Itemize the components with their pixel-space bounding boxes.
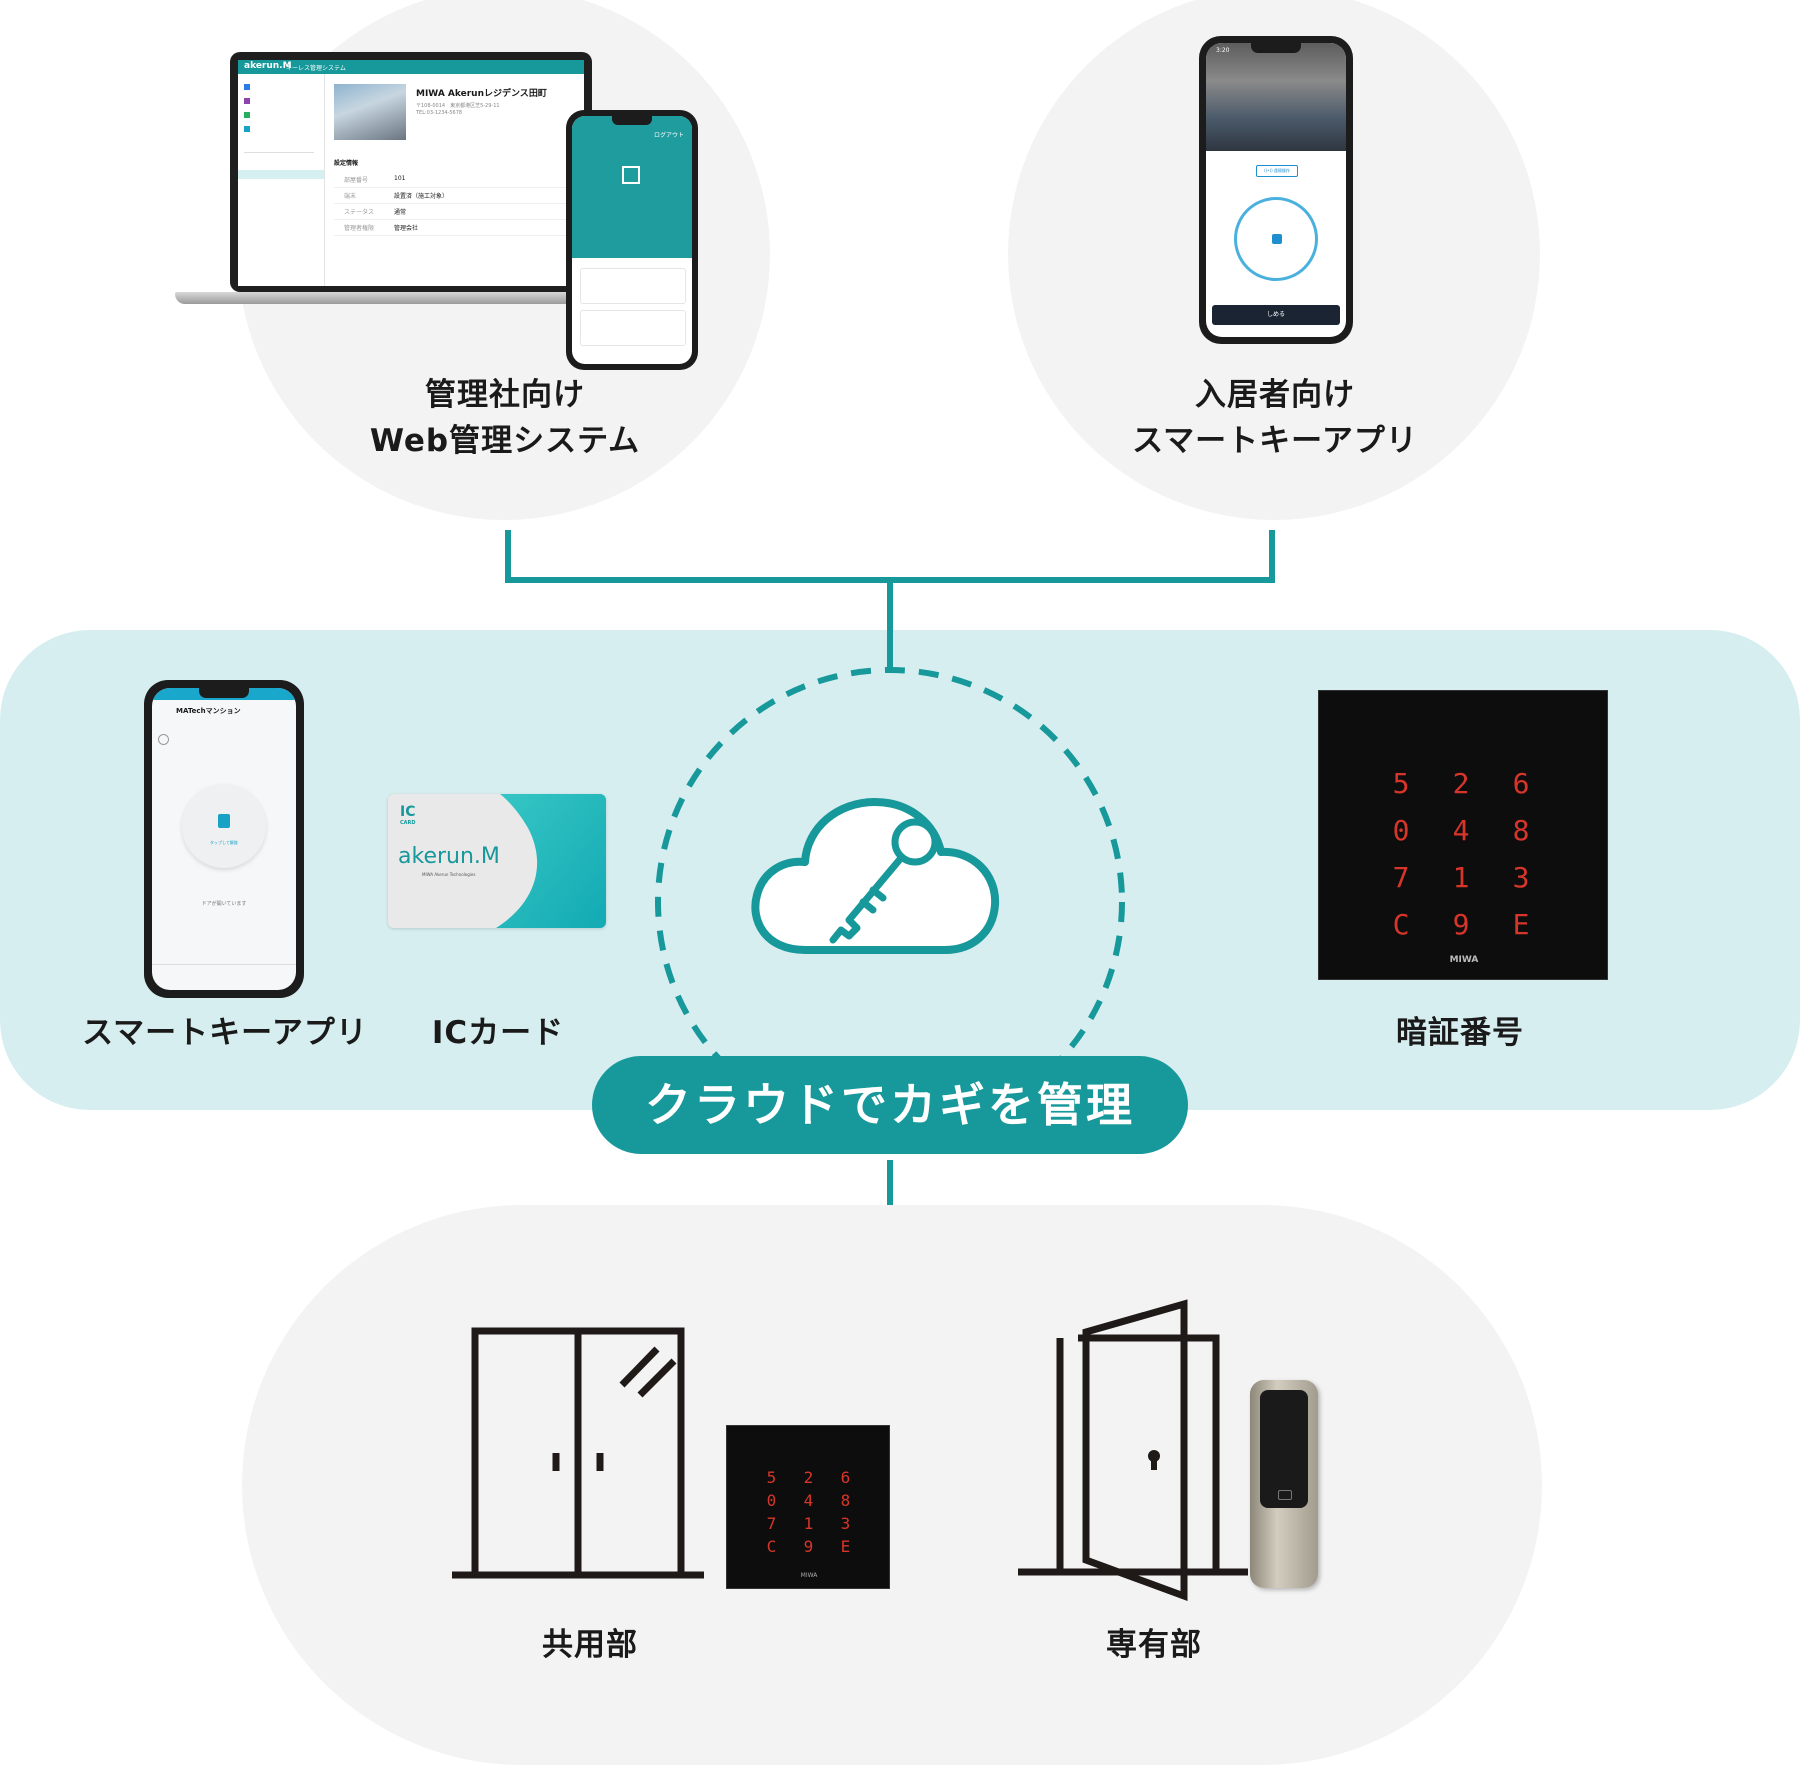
keypad-digit: 3 — [840, 1514, 851, 1533]
ic-card-label: ICカード — [431, 1015, 565, 1051]
keypad-digit: 1 — [803, 1514, 814, 1533]
keypad-digit: 6 — [840, 1468, 851, 1487]
private-area-label: 専有部 — [1106, 1627, 1202, 1663]
admin-mobile-phone: ログアウト — [566, 110, 698, 370]
web-app-sidebar — [238, 74, 325, 286]
settings-section-title: 設定情報 — [334, 160, 359, 167]
sliding-door-icon — [452, 1327, 704, 1579]
smartkey-phone: MATechマンション タップして解錠 ドアが開いています — [144, 680, 304, 998]
remote-badge: ((•)) 遠隔操作 — [1256, 165, 1298, 177]
resident-app-label: 入居者向け スマートキーアプリ — [1132, 377, 1418, 459]
web-app-brand: akerun.M — [244, 61, 292, 71]
ic-card-swoosh — [496, 794, 606, 928]
ic-card-brand: akerun.M — [398, 844, 500, 869]
settings-row: 端末 設置済（施工対象） — [334, 188, 574, 204]
keypad-digit: 4 — [803, 1491, 814, 1510]
laptop-device: akerun.M キーレス管理システム MIWA Akerunレジデンス田町 〒… — [175, 52, 605, 312]
close-lock-button[interactable]: しめる — [1212, 305, 1340, 325]
keypad-key[interactable]: 7 — [1392, 861, 1410, 894]
keypad-key[interactable]: 4 — [1452, 814, 1470, 847]
common-area-label: 共用部 — [542, 1627, 638, 1663]
keypad-digit: 5 — [766, 1468, 777, 1487]
laptop-base — [175, 292, 605, 304]
keypad-digits: 5 2 6 0 4 8 7 1 3 C 9 E — [1371, 767, 1551, 941]
unlock-icon — [218, 814, 230, 828]
property-tel: TEL:03-1234-5678 — [416, 110, 463, 116]
web-app-header: akerun.M キーレス管理システム — [238, 60, 584, 74]
lock-icon — [1272, 234, 1282, 244]
unlock-button[interactable]: タップして解錠 — [182, 784, 266, 868]
keypad-key[interactable]: 5 — [1392, 767, 1410, 800]
entrance-photo — [1206, 43, 1346, 151]
keypad-digit: 9 — [803, 1537, 814, 1556]
keypad-key[interactable]: 0 — [1392, 814, 1410, 847]
property-address: 〒108-0014 東京都港区芝5-29-11 — [416, 103, 500, 109]
keypad-digit: C — [766, 1537, 777, 1556]
pin-keypad-device: 5 2 6 0 4 8 7 1 3 C 9 E MIWA — [1318, 690, 1608, 980]
keypad-key[interactable]: 1 — [1452, 861, 1470, 894]
private-area-lock-device — [1250, 1380, 1318, 1588]
keypad-digit: 7 — [766, 1514, 777, 1533]
lock-button[interactable] — [1234, 197, 1318, 281]
keypad-key[interactable]: 6 — [1512, 767, 1530, 800]
smartkey-app-label: スマートキーアプリ — [82, 1015, 368, 1051]
ic-card-card-text: CARD — [400, 820, 416, 826]
settings-row: ステータス 通常 — [334, 204, 574, 220]
keypad-key[interactable]: 3 — [1512, 861, 1530, 894]
pin-code-label: 暗証番号 — [1396, 1015, 1524, 1051]
keypad-key[interactable]: 2 — [1452, 767, 1470, 800]
door-status: ドアが開いています — [201, 901, 247, 907]
nfc-icon — [1278, 1490, 1292, 1500]
open-door-icon — [1018, 1299, 1248, 1602]
cloud-banner: クラウドでカギを管理 — [592, 1056, 1188, 1154]
settings-rows: 部屋番号 101 端末 設置済（施工対象） ステータス 通常 管理者権限 管理会… — [334, 172, 574, 236]
phone-clock: 3:20 — [1216, 47, 1230, 54]
doors-area-pill — [242, 1205, 1542, 1765]
keypad-digit: 0 — [766, 1491, 777, 1510]
resident-phone: 3:20 ((•)) 遠隔操作 しめる — [1199, 36, 1353, 344]
common-keypad-brand: MIWA — [800, 1572, 818, 1579]
admin-system-label: 管理社向け Web管理システム — [369, 377, 641, 459]
cloud-key-icon — [751, 798, 1000, 954]
keypad-key[interactable]: 9 — [1452, 908, 1470, 941]
mobile-logout-link[interactable]: ログアウト — [653, 132, 684, 139]
keypad-key[interactable]: C — [1392, 908, 1410, 941]
property-photo — [334, 84, 406, 140]
keypad-key[interactable]: 8 — [1512, 814, 1530, 847]
property-name: MIWA Akerunレジデンス田町 — [416, 89, 547, 99]
qr-icon — [622, 166, 640, 184]
laptop-screen: akerun.M キーレス管理システム MIWA Akerunレジデンス田町 〒… — [230, 52, 592, 292]
settings-row: 部屋番号 101 — [334, 172, 574, 188]
ic-card-maker: MIWA Akerun Technologies — [422, 872, 476, 877]
keypad-brand: MIWA — [1449, 955, 1479, 965]
gear-icon[interactable] — [158, 734, 169, 745]
smartkey-app-title: MATechマンション — [176, 707, 241, 715]
common-area-keypad: 5 2 6 0 4 8 7 1 3 C 9 E MIWA — [726, 1425, 890, 1589]
keypad-digit: 8 — [840, 1491, 851, 1510]
keypad-key[interactable]: E — [1512, 908, 1530, 941]
web-app-system-name: キーレス管理システム — [286, 65, 346, 72]
keypad-digit: E — [840, 1537, 851, 1556]
keypad-digit: 2 — [803, 1468, 814, 1487]
ic-card: IC CARD akerun.M MIWA Akerun Technologie… — [388, 794, 606, 928]
admin-mobile-header: ログアウト — [572, 116, 692, 258]
web-app-screen: akerun.M キーレス管理システム MIWA Akerunレジデンス田町 〒… — [238, 60, 584, 286]
ic-card-ic-text: IC — [400, 804, 416, 820]
common-keypad-digits: 5 2 6 0 4 8 7 1 3 C 9 E — [753, 1468, 865, 1556]
settings-row: 管理者権限 管理会社 — [334, 220, 574, 236]
